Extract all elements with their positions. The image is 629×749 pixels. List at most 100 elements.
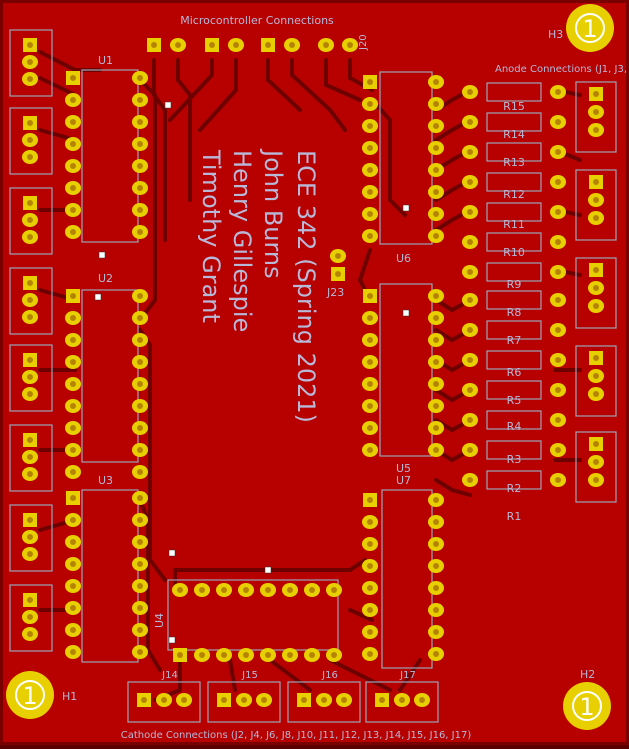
chip-u1-pin-l2-hole <box>70 119 76 125</box>
resistor-pad-a-8-hole <box>467 327 473 333</box>
chip-u1-pin-l3-hole <box>70 141 76 147</box>
micro-header-pin-0-hole <box>151 42 157 48</box>
mount-hole-0 <box>6 671 54 719</box>
chip-u1-pin-r1-hole <box>137 97 143 103</box>
chip-u7-pin-r5-hole <box>433 607 439 613</box>
chip-u2-pin-r6-hole <box>137 425 143 431</box>
resistor-pad-a-5-hole <box>467 239 473 245</box>
resistor-label-2: R13 <box>503 156 525 169</box>
bottom-conn-2-p2-hole <box>341 697 347 703</box>
chip-u1-pin-l6-hole <box>70 207 76 213</box>
resistor-pad-b-13-hole <box>555 477 561 483</box>
chip-u3-pin-r2-hole <box>137 539 143 545</box>
mount-hole-glyph-1: 1 <box>579 693 594 721</box>
chip-u6-pin-l3-hole <box>367 145 373 151</box>
micro-header-pin-7-hole <box>347 42 353 48</box>
chip-u4-bottom-3-hole <box>243 652 249 658</box>
chip-u2-pin-r3-hole <box>137 359 143 365</box>
chip-u2-pin-r5-hole <box>137 403 143 409</box>
left-conn-2-p0-hole <box>27 200 33 206</box>
bottom-conn-1-p0-hole <box>221 697 227 703</box>
board-copper-pour <box>3 3 626 742</box>
chip-u7-pin-l5-hole <box>367 607 373 613</box>
chip-u1-pin-l1-hole <box>70 97 76 103</box>
resistor-pad-b-11-hole <box>555 417 561 423</box>
resistor-body-9 <box>486 350 542 370</box>
chip-outline-u1 <box>81 69 139 243</box>
left-connector-3 <box>9 267 53 335</box>
resistor-pad-a-3-hole <box>467 179 473 185</box>
resistor-body-12 <box>486 440 542 460</box>
left-conn-1-p0-hole <box>27 120 33 126</box>
right-conn-4-p2-hole <box>593 477 599 483</box>
resistor-pad-b-1-hole <box>555 119 561 125</box>
via-3 <box>402 204 410 212</box>
chip-u4-top-5-hole <box>287 587 293 593</box>
right-conn-3-p2-hole <box>593 391 599 397</box>
chip-u6-pin-l0-hole <box>367 79 373 85</box>
cathode-header: Cathode Connections (J2, J4, J6, J8, J10… <box>121 730 472 741</box>
chip-u1-pin-r4-hole <box>137 163 143 169</box>
chip-u4-bottom-7-hole <box>331 652 337 658</box>
chip-u4-top-3-hole <box>243 587 249 593</box>
chip-u3-pin-r3-hole <box>137 561 143 567</box>
chip-u4-top-7-hole <box>331 587 337 593</box>
left-connector-4 <box>9 344 53 412</box>
left-conn-4-p1-hole <box>27 374 33 380</box>
chip-u5-pin-l5-hole <box>367 403 373 409</box>
micro-header-title: Microcontroller Connections <box>180 14 334 27</box>
anode-header: Anode Connections (J1, J3, J5, J7, J9) <box>495 64 629 75</box>
chip-u5-pin-l4-hole <box>367 381 373 387</box>
resistor-label-11: R4 <box>507 420 522 433</box>
left-conn-2-p1-hole <box>27 217 33 223</box>
mount-hole-glyph-0: 1 <box>22 682 37 710</box>
resistor-pad-b-12-hole <box>555 447 561 453</box>
mount-hole-ring-2 <box>575 13 605 43</box>
right-connector-1 <box>575 169 617 241</box>
chip-u7-pin-r6-hole <box>433 629 439 635</box>
left-conn-6-p1-hole <box>27 534 33 540</box>
micro-header-pin-6-hole <box>323 42 329 48</box>
chip-u5-pin-r6-hole <box>433 425 439 431</box>
h2-label: H2 <box>580 668 595 681</box>
resistor-pad-a-12-hole <box>467 447 473 453</box>
chip-u1-pin-r3-hole <box>137 141 143 147</box>
chip-u6-pin-l1-hole <box>367 101 373 107</box>
left-conn-3-p1-hole <box>27 297 33 303</box>
left-conn-5-p1-hole <box>27 454 33 460</box>
left-connector-2 <box>9 187 53 255</box>
via-7 <box>168 636 176 644</box>
micro-header-pin-3-hole <box>233 42 239 48</box>
chip-u1-pin-r5-hole <box>137 185 143 191</box>
chip-u3-pin-l4-hole <box>70 583 76 589</box>
chip-u7-pin-r1-hole <box>433 519 439 525</box>
right-connector-3 <box>575 345 617 417</box>
resistor-pad-b-6-hole <box>555 269 561 275</box>
chip-u6-pin-r1-hole <box>433 101 439 107</box>
resistor-pad-b-9-hole <box>555 357 561 363</box>
left-connector-1 <box>9 107 53 175</box>
resistor-label-14: R1 <box>507 510 522 523</box>
chip-u7-pin-r3-hole <box>433 563 439 569</box>
right-conn-4-p0-hole <box>593 441 599 447</box>
resistor-label-6: R9 <box>507 278 522 291</box>
chip-u5-pin-r3-hole <box>433 359 439 365</box>
chip-u2-pin-l3-hole <box>70 359 76 365</box>
bottom-ref-0: J14 <box>161 670 178 681</box>
left-conn-6-p0-hole <box>27 517 33 523</box>
micro-header-pin-4-hole <box>265 42 271 48</box>
bottom-connector-3 <box>365 681 439 723</box>
resistor-pad-b-7-hole <box>555 297 561 303</box>
j23-label: J23 <box>326 286 344 299</box>
chip-u6-pin-l5-hole <box>367 189 373 195</box>
bottom-ref-3: J17 <box>399 670 416 681</box>
u3-label: U3 <box>98 474 113 487</box>
pcb-components <box>6 4 617 730</box>
u5-label: U5 <box>396 462 411 475</box>
chip-outline-u7 <box>381 489 433 669</box>
chip-u6-pin-r5-hole <box>433 189 439 195</box>
chip-u5-pin-l7-hole <box>367 447 373 453</box>
right-conn-2-p1-hole <box>593 285 599 291</box>
resistor-pad-a-1-hole <box>467 119 473 125</box>
mount-hole-2 <box>566 4 614 52</box>
